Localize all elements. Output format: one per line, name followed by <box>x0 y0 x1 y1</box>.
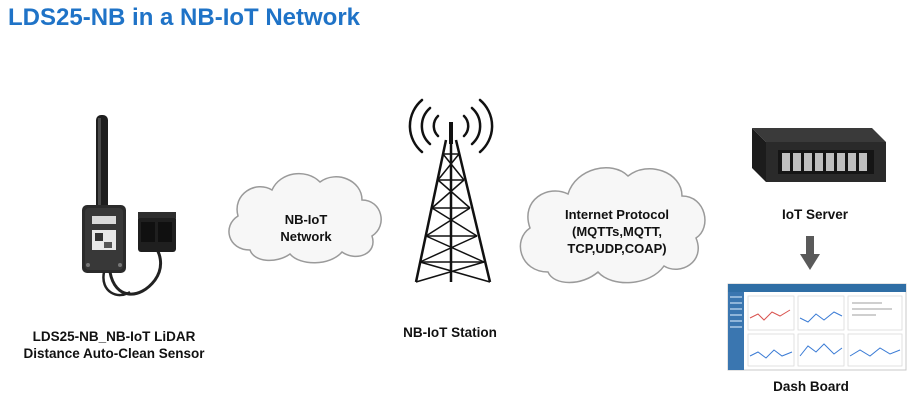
sensor-label: LDS25-NB_NB-IoT LiDAR Distance Auto-Clea… <box>14 328 214 362</box>
cloud-right-line3: TCP,UDP,COAP) <box>567 241 667 256</box>
nb-iot-network-cloud-text: NB-IoT Network <box>246 211 366 245</box>
dashboard-label: Dash Board <box>773 379 849 394</box>
cloud-right-line1: Internet Protocol <box>564 207 669 222</box>
sensor-label-line1: LDS25-NB_NB-IoT LiDAR <box>32 329 196 344</box>
iot-server-label: IoT Server <box>781 207 849 222</box>
cloud-left-line2: Network <box>280 229 332 244</box>
cloud-left-line1: NB-IoT <box>284 212 328 227</box>
station-label: NB-IoT Station <box>403 325 497 340</box>
page-title: LDS25-NB in a NB-IoT Network <box>8 4 361 31</box>
sensor-label-line2: Distance Auto-Clean Sensor <box>23 346 205 361</box>
internet-protocol-cloud-text: Internet Protocol (MQTTs,MQTT, TCP,UDP,C… <box>542 206 692 257</box>
cloud-right-line2: (MQTTs,MQTT, <box>571 224 663 239</box>
